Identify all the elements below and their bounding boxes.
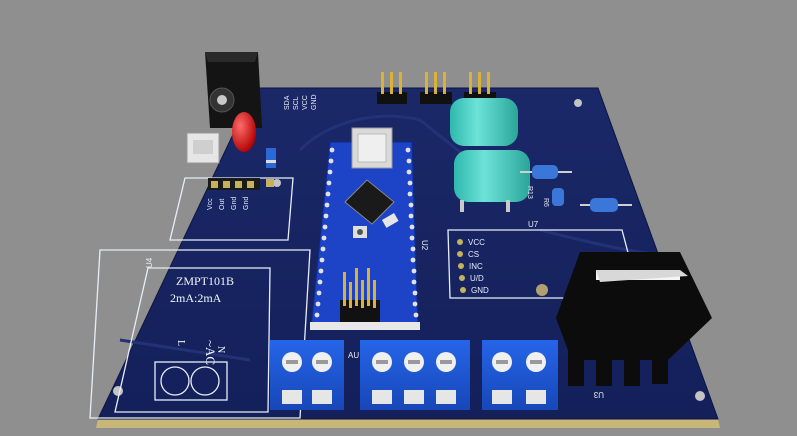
sensor-l: L — [175, 340, 186, 346]
svg-text:GND: GND — [311, 94, 318, 110]
push-button — [186, 132, 220, 164]
svg-text:VCC: VCC — [302, 95, 309, 110]
sensor-ratio: 2mA:2mA — [170, 291, 222, 305]
diode-small — [266, 148, 276, 168]
mounting-holes — [113, 99, 705, 401]
sensor-name: ZMPT101B — [176, 274, 234, 288]
dc-power-jack-icon — [205, 52, 262, 128]
capacitor-1 — [450, 98, 518, 146]
svg-text:R6: R6 — [542, 198, 549, 207]
regulator-ref: U3 — [593, 390, 604, 399]
sensor-n: N — [215, 346, 226, 353]
sensor-terminals — [154, 361, 228, 401]
arduino-nano-board — [310, 127, 420, 330]
svg-text:Gnd: Gnd — [243, 197, 250, 210]
svg-text:SDA: SDA — [284, 95, 291, 110]
led-red — [232, 112, 256, 152]
terminal-block-2 — [360, 340, 470, 410]
svg-text:U/D: U/D — [470, 274, 484, 283]
svg-text:SCL: SCL — [293, 96, 300, 110]
resistor-r13: R13 — [520, 165, 572, 199]
sensor-ref: U4 — [145, 257, 154, 268]
svg-text:Out: Out — [219, 199, 226, 210]
arduino-ref: U2 — [420, 240, 429, 251]
sensor-ac: ~AC — [203, 340, 218, 365]
capacitor-2 — [454, 150, 530, 212]
svg-text:U7: U7 — [528, 220, 539, 229]
heatsink-icon — [556, 252, 712, 386]
terminal-block-3 — [482, 340, 558, 410]
svg-text:Gnd: Gnd — [231, 197, 238, 210]
usb-c-port-icon — [351, 127, 393, 169]
terminal-block-1 — [270, 340, 344, 410]
svg-text:GND: GND — [471, 286, 489, 295]
resistor-3 — [580, 198, 632, 212]
svg-text:VCC: VCC — [468, 238, 485, 247]
au-label: AU — [348, 351, 359, 360]
top-small-labels: SDA SCL VCC GND — [284, 94, 318, 110]
svg-text:CS: CS — [468, 250, 479, 259]
sensor-header: Vcc Out Gnd Gnd — [207, 178, 274, 210]
svg-text:Vcc: Vcc — [207, 198, 214, 210]
resistor-r6: R6 — [542, 188, 564, 207]
svg-text:R13: R13 — [526, 186, 533, 199]
svg-text:INC: INC — [469, 262, 483, 271]
